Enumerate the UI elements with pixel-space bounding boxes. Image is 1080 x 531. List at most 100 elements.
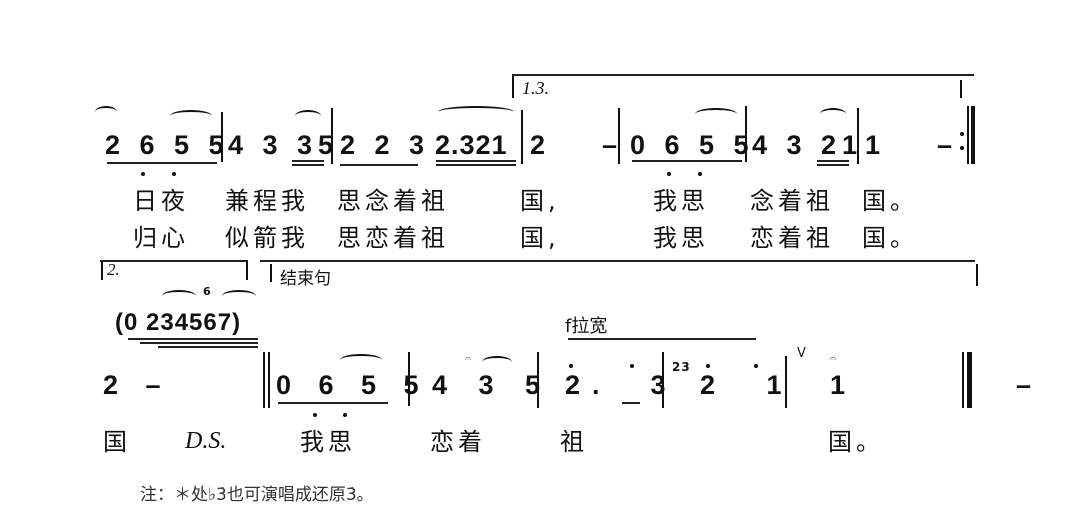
- slur: [295, 110, 321, 122]
- fermata-icon: 𝄐: [830, 352, 837, 365]
- low-dot: [667, 172, 671, 176]
- lyric: 国: [103, 428, 131, 456]
- slur: [438, 106, 514, 118]
- measure-2: 4 3 35: [228, 130, 340, 160]
- slur: [95, 106, 117, 118]
- underline: [292, 164, 324, 166]
- lyric: 兼程我: [225, 187, 309, 215]
- low-dot: [698, 172, 702, 176]
- barline: [745, 106, 747, 162]
- lyric: 祖: [560, 428, 588, 456]
- measure-2: 0 6 5 5: [276, 370, 429, 400]
- underline: [140, 342, 258, 344]
- lyric: 我思: [300, 428, 356, 456]
- volta-2: 2.: [107, 260, 120, 279]
- measure-3a: 2 2 3: [340, 130, 431, 160]
- high-dot: [630, 364, 634, 368]
- underline: [340, 164, 418, 166]
- high-dot: [754, 364, 758, 368]
- underline: [278, 402, 388, 404]
- barline: [662, 352, 664, 408]
- barline: [331, 108, 333, 164]
- measure-7: 1 –: [865, 130, 967, 160]
- tuplet-slur: [162, 290, 196, 302]
- underline: [128, 338, 258, 340]
- underline: [817, 160, 849, 162]
- barline: [408, 352, 410, 406]
- grace-notes: 23: [672, 360, 691, 374]
- lyric: 日夜: [133, 187, 189, 215]
- ending-bracket: [270, 264, 272, 282]
- lyric: 国。: [862, 224, 918, 252]
- lyric: 我思: [653, 187, 709, 215]
- volta-bracket: [512, 76, 514, 98]
- ending-line: [260, 260, 975, 262]
- volta-1-3: 1.3.: [522, 78, 549, 98]
- volta-end: [960, 80, 962, 98]
- underline: [158, 346, 258, 348]
- low-dot: [343, 413, 347, 417]
- slur: [820, 108, 846, 120]
- breath-mark: V: [797, 346, 806, 361]
- lyric: 思念着祖: [337, 187, 449, 215]
- lyric: 思恋着祖: [337, 224, 449, 252]
- underline: [632, 160, 742, 162]
- ending-label: 结束句: [280, 269, 331, 289]
- barline: [618, 108, 620, 164]
- underline: [436, 160, 516, 162]
- ending-end: [976, 264, 978, 286]
- measure-4: 2 –: [530, 130, 632, 160]
- measure-5: 2 1: [700, 370, 804, 400]
- volta-bracket: [101, 262, 103, 280]
- lyric: 国。: [862, 187, 918, 215]
- slur: [695, 108, 737, 120]
- barline: [521, 110, 523, 164]
- final-barline: [967, 352, 972, 408]
- barline: [785, 356, 787, 408]
- measure-5: 0 6 5 5: [630, 130, 755, 160]
- dynamic-marking: f拉宽: [565, 316, 608, 337]
- lyric: 国,: [520, 224, 560, 252]
- tuplet-slur: [222, 290, 256, 302]
- lyric: 念着祖: [750, 187, 834, 215]
- low-dot: [313, 413, 317, 417]
- volta-line: [512, 74, 974, 76]
- underline: [436, 164, 516, 166]
- repeat-dot: [960, 132, 964, 136]
- fermata-icon: 𝄐: [465, 352, 472, 365]
- measure-3b: 2.321: [435, 130, 508, 160]
- measure-3: 4 3 5: [432, 370, 553, 400]
- lyric: 我思: [653, 224, 709, 252]
- low-dot: [172, 172, 176, 176]
- interlude: (0 234567): [115, 309, 242, 336]
- lyric: 恋着: [430, 428, 486, 456]
- footnote: 注：＊处♭3̇也可演唱成还原3̇。: [140, 485, 374, 505]
- high-dot: [706, 364, 710, 368]
- measure-1: 2 –: [103, 370, 171, 400]
- volta-end: [246, 262, 248, 280]
- final-barline: [962, 352, 964, 408]
- measure-6: 4 3 21: [752, 130, 864, 160]
- low-dot: [141, 172, 145, 176]
- slur: [340, 354, 382, 366]
- lyric: 似箭我: [225, 224, 309, 252]
- repeat-barline: [967, 106, 969, 164]
- double-barline: [268, 352, 270, 408]
- measure-6: 1 –: [830, 370, 1080, 400]
- lyric: 国,: [520, 187, 560, 215]
- lyric: 恋着祖: [750, 224, 834, 252]
- barline: [857, 108, 859, 164]
- underline: [622, 402, 640, 404]
- measure-4: 2. 3: [565, 370, 678, 400]
- measure-1: 2 6 5 5: [105, 130, 230, 160]
- repeat-dot: [960, 146, 964, 150]
- barline: [221, 112, 223, 162]
- underline: [292, 160, 324, 162]
- lyric: 归心: [133, 224, 189, 252]
- tuplet-number: 6: [203, 285, 211, 298]
- double-barline: [263, 352, 265, 408]
- ds-marking: D.S.: [185, 428, 227, 454]
- barline: [537, 352, 539, 408]
- repeat-barline: [971, 106, 975, 164]
